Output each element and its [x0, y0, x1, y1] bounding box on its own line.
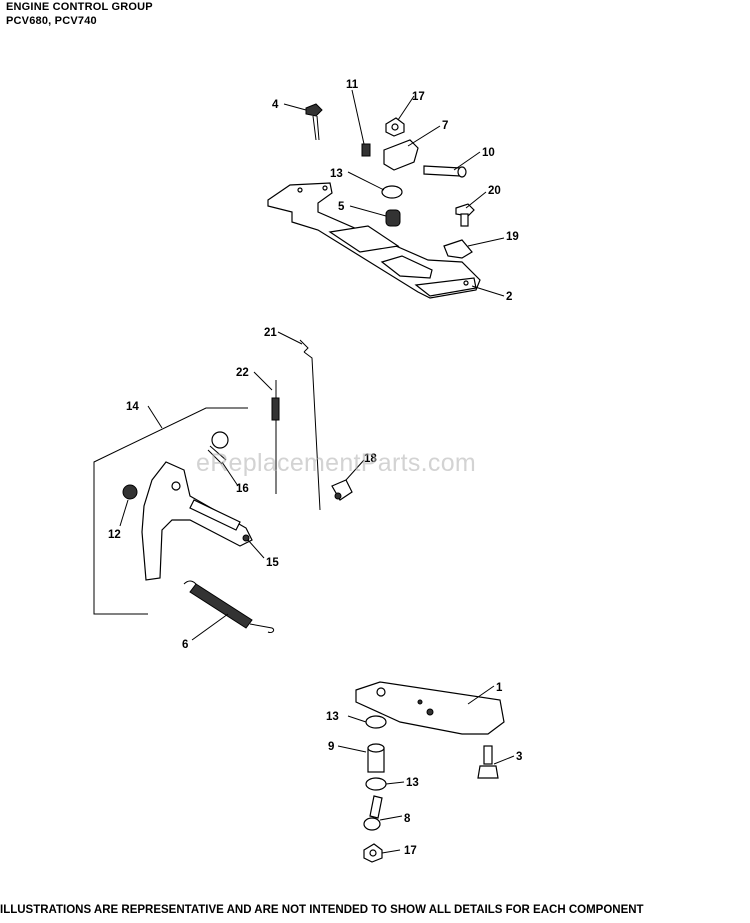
part-4-screw: [305, 103, 323, 141]
part-13-washer-mid: [365, 715, 387, 729]
part-5-spring: [385, 209, 401, 227]
part-22-spring: [271, 380, 280, 494]
callout-14: 14: [126, 401, 139, 413]
callout-7: 7: [442, 120, 448, 132]
callout-labels: 4 11 17 7 10 13 20 5 19 2 21 22 14 18 16…: [108, 79, 522, 857]
part-1-lower-plate: [355, 681, 505, 735]
part-20-bolt: [455, 203, 475, 227]
callout-21: 21: [264, 327, 277, 339]
part-10-pin: [423, 165, 467, 178]
callout-3: 3: [516, 751, 522, 763]
callout-13-mid: 13: [326, 711, 339, 723]
part-7-lever: [383, 139, 419, 171]
part-12-washer: [122, 484, 138, 500]
part-16-pin: [207, 431, 229, 465]
callout-4: 4: [272, 99, 279, 111]
callout-22: 22: [236, 367, 249, 379]
callout-17-bottom: 17: [404, 845, 417, 857]
leader-lines: [119, 89, 515, 854]
callout-1: 1: [496, 682, 503, 694]
callout-19: 19: [506, 231, 519, 243]
callout-2: 2: [506, 291, 512, 303]
callout-18: 18: [364, 453, 377, 465]
part-6-spring: [183, 580, 275, 633]
callout-8: 8: [404, 813, 411, 825]
callout-13-top: 13: [330, 168, 343, 180]
callout-15: 15: [266, 557, 279, 569]
part-17-nut-top: [385, 117, 405, 137]
part-8-link: [363, 795, 383, 831]
part-2-control-bracket: [267, 182, 481, 299]
part-9-bushing: [367, 743, 385, 773]
model-numbers: PCV680, PCV740: [6, 15, 97, 27]
part-11-clip: [361, 143, 371, 157]
callout-6: 6: [182, 639, 188, 651]
callout-20: 20: [488, 185, 501, 197]
diagram-title: ENGINE CONTROL GROUP: [6, 1, 153, 13]
callout-11: 11: [346, 79, 359, 91]
part-21-link-rod: [299, 339, 321, 511]
control-rod: [382, 315, 430, 670]
callout-5: 5: [338, 201, 345, 213]
callout-10: 10: [482, 147, 495, 159]
part-18-clip: [331, 479, 353, 501]
part-17-nut-bottom: [363, 843, 383, 863]
callout-17-top: 17: [412, 91, 425, 103]
callout-12: 12: [108, 529, 121, 541]
watermark: eReplacementParts.com: [196, 449, 477, 477]
callout-9: 9: [328, 741, 334, 753]
part-19-clip: [443, 239, 473, 259]
part-3-bolt: [477, 745, 499, 779]
disclaimer-footer: ILLUSTRATIONS ARE REPRESENTATIVE AND ARE…: [0, 904, 644, 916]
part-13-washer-top: [381, 185, 403, 199]
part-13-washer-low: [365, 777, 387, 791]
part-15-lever-assembly: [141, 461, 253, 581]
callout-16: 16: [236, 483, 249, 495]
group-14-bracket-line: [93, 407, 248, 615]
callout-13-low: 13: [406, 777, 419, 789]
